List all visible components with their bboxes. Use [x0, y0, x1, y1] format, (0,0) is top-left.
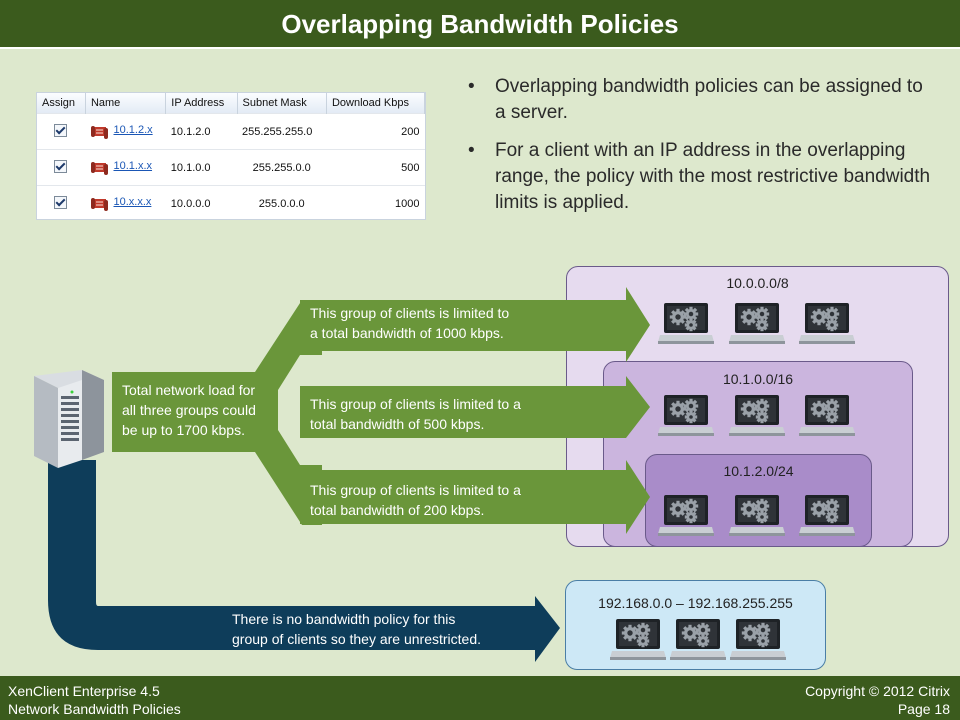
footer-bar: XenClient Enterprise 4.5 Network Bandwid… [0, 676, 960, 720]
policy-name-link[interactable]: 10.1.2.x [113, 123, 153, 136]
laptop-icon [729, 303, 785, 344]
arrow-200kbps [300, 460, 650, 534]
ip-cell: 10.1.0.0 [165, 149, 238, 186]
unrestricted-pipe [48, 460, 230, 650]
mask-cell: 255.255.255.0 [237, 113, 327, 150]
zone-label: 10.1.2.0/24 [723, 463, 794, 479]
column-header-kbps: Download Kbps [326, 93, 426, 114]
assign-checkbox[interactable] [54, 159, 67, 173]
laptop-icon [799, 395, 855, 436]
unrestricted-arrow [222, 596, 560, 662]
bullet-item: For a client with an IP address in the o… [468, 138, 938, 216]
arrow-1000kbps [300, 287, 650, 362]
arrow-500-text: This group of clients is limited to a to… [310, 396, 521, 432]
laptop-icon [658, 303, 714, 344]
slide-title: Overlapping Bandwidth Policies [281, 9, 679, 39]
server-load-text: Total network load for all three groups … [122, 382, 256, 438]
bullet-item: Overlapping bandwidth policies can be as… [468, 74, 938, 126]
laptop-icon [729, 395, 785, 436]
laptop-icon [610, 619, 666, 660]
zone-label: 192.168.0.0 – 192.168.255.255 [598, 595, 793, 611]
table-row: 10.x.x.x 10.0.0.0 255.0.0.0 1000 [37, 185, 425, 221]
arrow-200-text: This group of clients is limited to a to… [310, 482, 521, 518]
laptop-icon [670, 619, 726, 660]
laptop-icon [799, 495, 855, 536]
column-header-ip: IP Address [165, 93, 238, 114]
ip-cell: 10.1.2.0 [165, 113, 238, 150]
laptop-icon [729, 495, 785, 536]
table-header-row: Assign Name IP Address Subnet Mask Downl… [37, 93, 426, 114]
policy-scroll-icon [91, 197, 109, 211]
footer-copyright: Copyright © 2012 Citrix [805, 683, 950, 699]
assign-checkbox[interactable] [54, 195, 67, 209]
mask-cell: 255.0.0.0 [237, 185, 327, 221]
laptop-icon [658, 395, 714, 436]
server-icon [34, 370, 104, 468]
table-row: 10.1.2.x 10.1.2.0 255.255.255.0 200 [37, 113, 425, 150]
assign-checkbox[interactable] [54, 123, 67, 137]
server-load-panel [112, 372, 278, 452]
zone-label: 10.0.0.0/8 [726, 275, 789, 291]
footer-product: XenClient Enterprise 4.5 [8, 683, 160, 699]
kbps-cell: 200 [326, 113, 425, 150]
kbps-cell: 500 [326, 149, 425, 186]
column-header-assign: Assign [37, 93, 86, 114]
arrow-500kbps [300, 376, 650, 438]
laptop-icon [658, 495, 714, 536]
policy-scroll-icon [91, 125, 109, 139]
arrow-none-text: There is no bandwidth policy for this gr… [232, 611, 482, 647]
zone-label: 10.1.0.0/16 [722, 371, 794, 387]
column-header-name: Name [85, 93, 167, 114]
footer-page-number: Page 18 [897, 701, 950, 717]
title-bar: Overlapping Bandwidth Policies [0, 0, 960, 49]
policy-scroll-icon [91, 161, 109, 175]
policy-name-link[interactable]: 10.1.x.x [113, 159, 153, 172]
kbps-cell: 1000 [326, 185, 425, 221]
arrow-1000-text: This group of clients is limited to a to… [310, 305, 510, 341]
laptop-icon [730, 619, 786, 660]
footer-section: Network Bandwidth Policies [8, 701, 181, 717]
mask-cell: 255.255.0.0 [237, 149, 327, 186]
table-row: 10.1.x.x 10.1.0.0 255.255.0.0 500 [37, 149, 425, 186]
laptop-icon [799, 303, 855, 344]
policy-name-link[interactable]: 10.x.x.x [113, 195, 152, 208]
bullet-list: Overlapping bandwidth policies can be as… [468, 74, 938, 228]
ip-cell: 10.0.0.0 [165, 185, 238, 221]
column-header-mask: Subnet Mask [237, 93, 327, 114]
policy-table: Assign Name IP Address Subnet Mask Downl… [36, 92, 426, 221]
